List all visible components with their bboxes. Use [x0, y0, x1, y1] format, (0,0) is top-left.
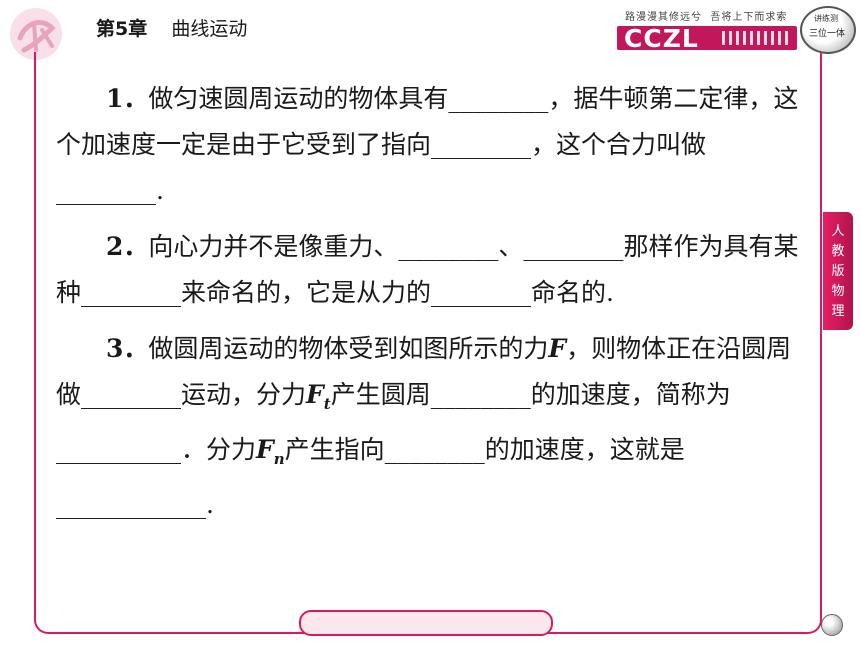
slogan-text: 路漫漫其修远兮 吾将上下而求索	[625, 12, 788, 23]
force-symbol: F	[548, 334, 567, 363]
answer-blank[interactable]: ________	[448, 84, 549, 113]
question-3: 3．做圆周运动的物体受到如图所示的力F，则物体正在沿圆周做________运动，…	[56, 334, 792, 519]
question-2: 2．向心力并不是像重力、________、________那样作为具有某种___…	[56, 232, 799, 307]
answer-blank[interactable]: ________	[398, 232, 499, 261]
answer-blank[interactable]: ________	[523, 232, 624, 261]
brand-logo: CCZL	[624, 24, 699, 53]
answer-blank[interactable]: ________	[431, 278, 532, 307]
side-tab-label: 人 教 版 物 理	[831, 224, 845, 319]
badge-bottom-text: 三位一体	[809, 29, 846, 39]
question-list: 1．做匀速圆周运动的物体具有________，据牛顿第二定律，这个加速度一定是由…	[56, 76, 806, 538]
answer-blank[interactable]: ________	[384, 435, 485, 464]
badge-top-text: 讲练测	[814, 14, 838, 23]
force-symbol: F	[256, 435, 274, 464]
force-subscript: t	[323, 395, 331, 413]
jiang-logo-icon	[10, 8, 62, 60]
answer-blank[interactable]: ________	[56, 176, 156, 205]
force-subscript: n	[273, 450, 285, 468]
answer-blank[interactable]: __________	[56, 435, 181, 464]
bottom-nav-bar[interactable]	[299, 610, 553, 636]
question-1: 1．做匀速圆周运动的物体具有________，据牛顿第二定律，这个加速度一定是由…	[56, 84, 799, 205]
answer-blank[interactable]: ________	[431, 130, 532, 159]
badge-icon	[800, 6, 856, 54]
slide-header: 第5章 曲线运动 路漫漫其修远兮 吾将上下而求索 CCZL 讲练测 三位一体	[0, 0, 860, 60]
chapter-title: 第5章 曲线运动	[96, 18, 248, 40]
answer-blank[interactable]: ____________	[56, 490, 206, 519]
side-tab[interactable]	[823, 212, 853, 330]
sphere-icon	[821, 614, 843, 636]
answer-blank[interactable]: ________	[81, 380, 182, 409]
brand-stripes	[722, 31, 790, 45]
answer-blank[interactable]: ________	[81, 278, 182, 307]
force-symbol: F	[306, 380, 324, 409]
answer-blank[interactable]: ________	[430, 380, 531, 409]
